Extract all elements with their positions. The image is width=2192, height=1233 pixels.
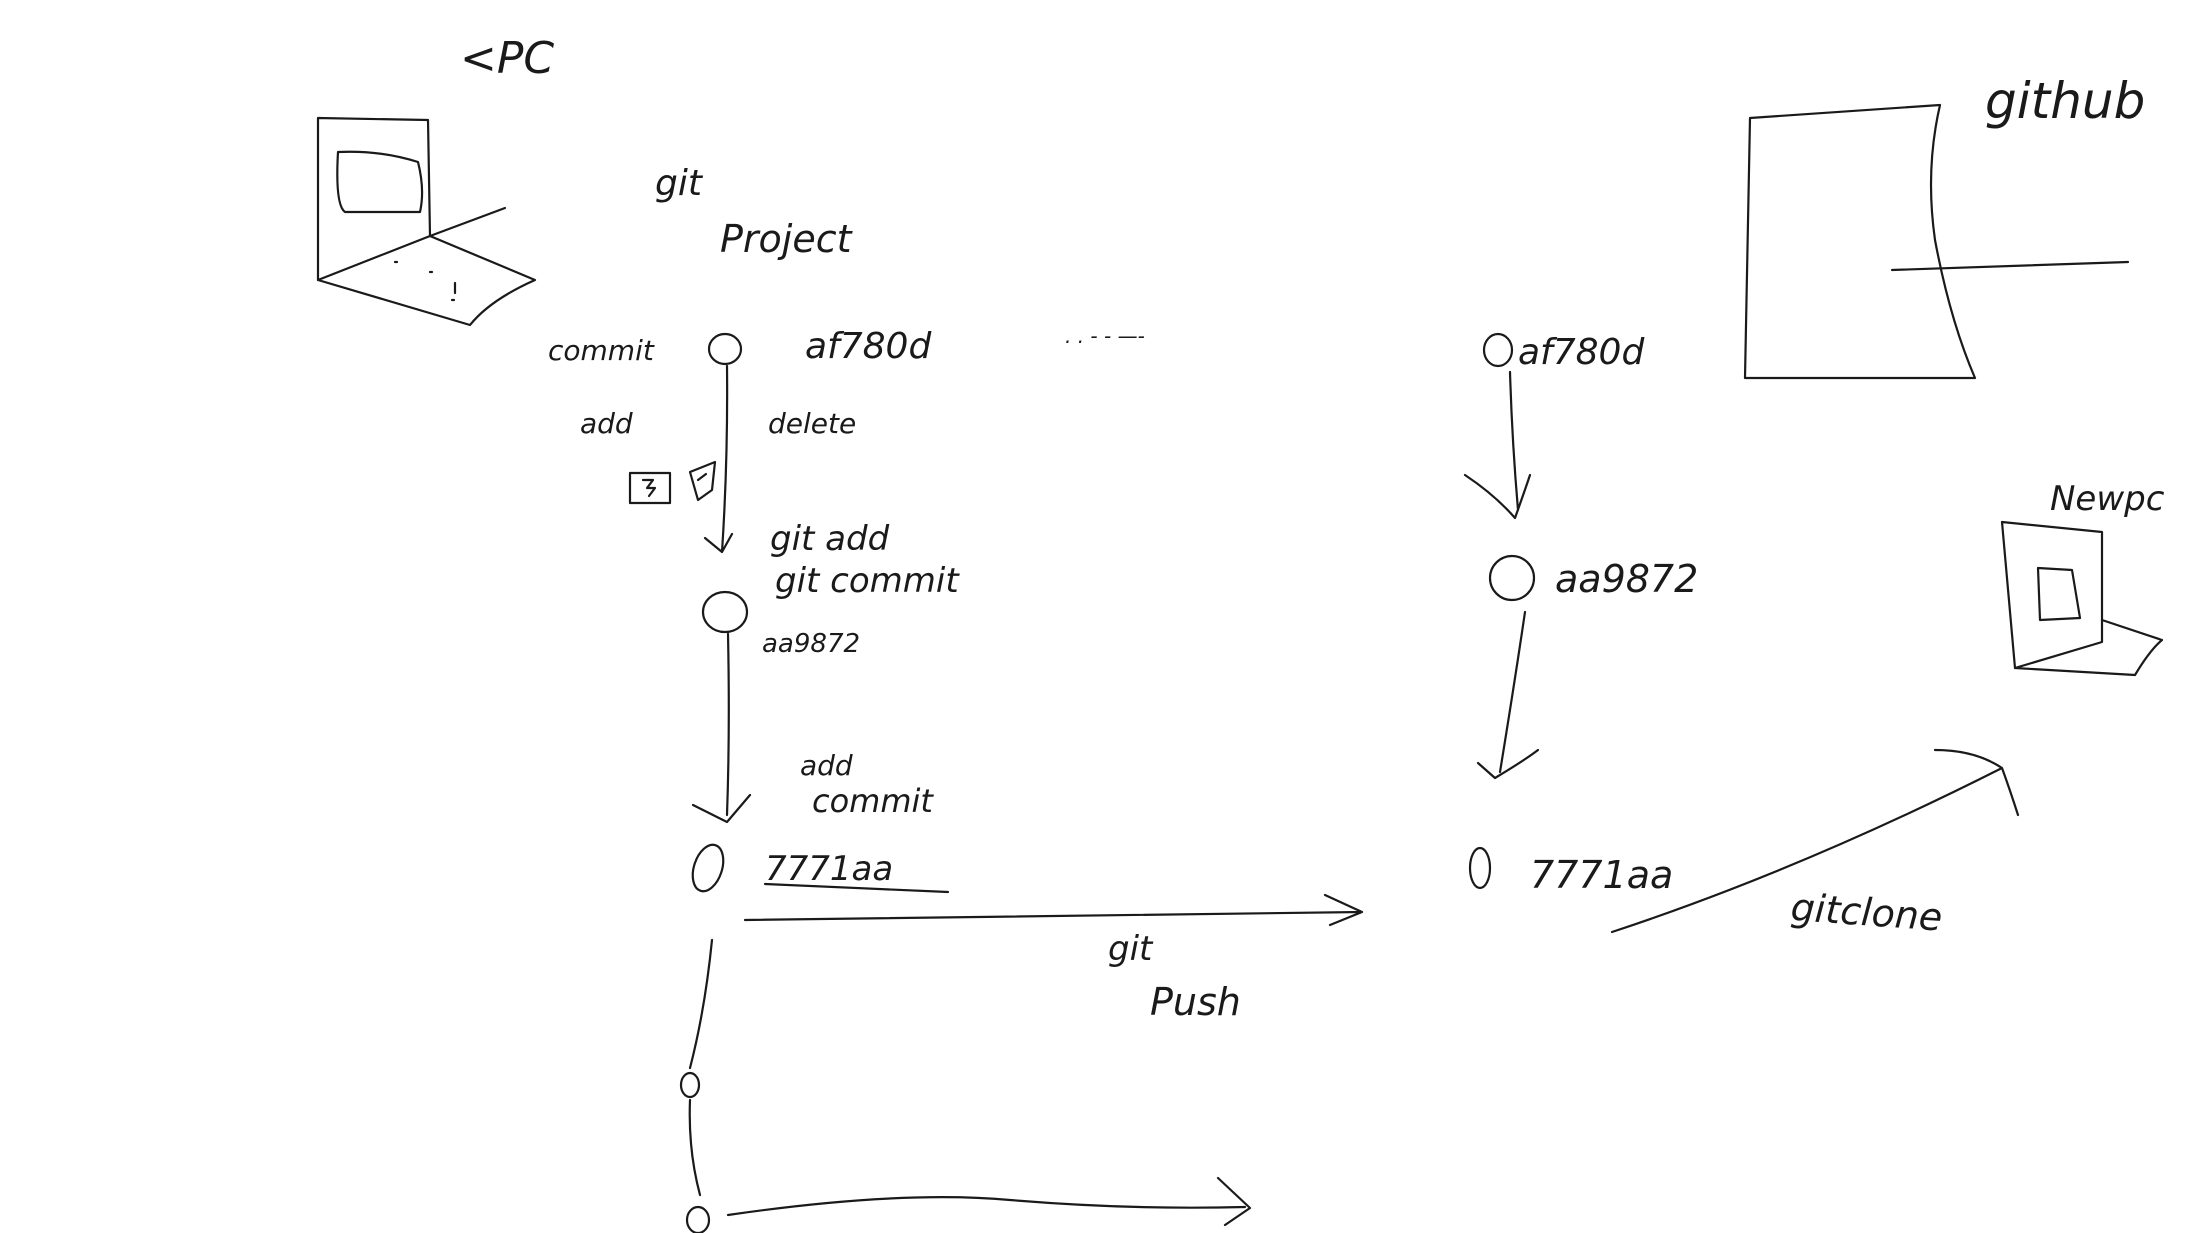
remote-hash-1: af780d [1518,332,1645,373]
git-add-label: git add [770,519,890,559]
remote-node-2 [1488,554,1536,602]
server-icon-github [1743,103,2130,380]
git-push-label-2: Push [1150,980,1241,1024]
add-label: add [580,407,633,440]
github-label: github [1985,72,2145,130]
git-label: git [655,163,704,204]
commit-node-4 [679,1071,701,1099]
commit-node-5 [685,1205,711,1233]
remote-node-3 [1468,846,1492,890]
hash-underline [763,882,950,894]
arrow-commit1-to-commit2 [703,364,734,554]
add-label-2: add [800,749,853,782]
remote-hash-2: aa9872 [1555,557,1698,601]
laptop-icon-new [2000,520,2164,677]
commit-hash-2: aa9872 [762,629,860,659]
lower-arrow [726,1176,1252,1227]
commit-label-2: commit [812,782,934,820]
clone-arrow [1610,748,2020,934]
laptop-icon-local [316,116,537,327]
branch-line-1 [688,938,714,1070]
file-icons [628,460,717,505]
push-arrow [743,893,1364,927]
git-push-label-1: git [1108,929,1154,969]
commit-hash-3: 7771aa [765,849,893,889]
remote-node-1 [1482,332,1514,368]
new-pc-label: Newpc [2050,479,2165,519]
remote-arrow-1 [1463,370,1532,520]
git-clone-label: gitclone [1789,885,1943,939]
project-label: Project [720,217,854,261]
commit-node-2 [701,590,749,634]
remote-arrow-2 [1476,610,1540,780]
git-commit-label: git commit [775,561,960,601]
commit-label: commit [548,334,655,367]
commit-node-3 [691,843,725,893]
delete-label: delete [768,407,856,440]
branch-line-2 [688,1098,702,1197]
remote-hash-3: 7771aa [1530,853,1673,897]
commit-node-1 [707,332,743,366]
dotted-label: . . - - —- [1065,324,1145,348]
arrow-commit2-to-commit3 [691,632,752,824]
my-pc-label: <PC [460,33,554,84]
commit-hash-1: af780d [805,326,932,367]
